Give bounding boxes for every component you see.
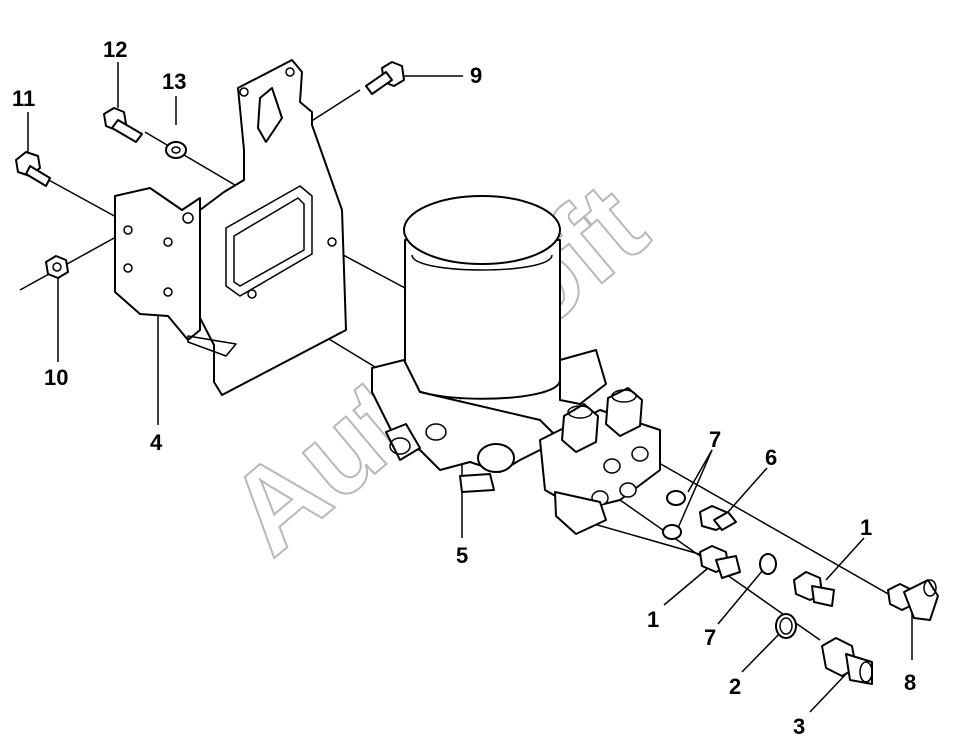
callout-6: 6 — [765, 445, 777, 470]
callout-2: 2 — [729, 674, 741, 699]
callout-12: 12 — [103, 37, 127, 62]
air-dryer-housing — [371, 349, 607, 493]
bolt-12 — [103, 107, 143, 143]
callout-10: 10 — [44, 365, 68, 390]
o-ring-7-lower — [759, 553, 777, 575]
elbow-fitting-8 — [887, 579, 939, 621]
callout-7-bottom: 7 — [704, 625, 716, 650]
callout-1-left: 1 — [647, 607, 659, 632]
callout-5: 5 — [456, 543, 468, 568]
bolt-9 — [365, 61, 405, 95]
callout-13: 13 — [162, 69, 186, 94]
o-ring-7-middle — [662, 524, 682, 540]
mounting-bracket — [114, 59, 347, 396]
callout-labels: 11 12 13 9 10 4 5 7 6 1 1 7 2 3 8 — [12, 37, 916, 739]
callout-8: 8 — [904, 670, 916, 695]
callout-4: 4 — [150, 430, 163, 455]
fitting-3 — [821, 637, 873, 685]
nut-10 — [45, 255, 69, 279]
washer-13 — [165, 141, 187, 159]
callout-9: 9 — [470, 63, 482, 88]
callout-3: 3 — [793, 714, 805, 739]
o-ring-7-upper — [666, 490, 686, 506]
protection-valve — [539, 387, 661, 535]
air-dryer-cartridge — [403, 195, 561, 400]
callout-1-right: 1 — [860, 515, 872, 540]
plug-6 — [699, 505, 737, 531]
callout-11: 11 — [12, 86, 35, 111]
sealing-ring-2 — [775, 613, 797, 639]
bolt-11 — [15, 151, 51, 187]
connector-1-right — [793, 571, 835, 607]
connector-1-left — [699, 545, 741, 579]
callout-7-top: 7 — [709, 427, 721, 452]
